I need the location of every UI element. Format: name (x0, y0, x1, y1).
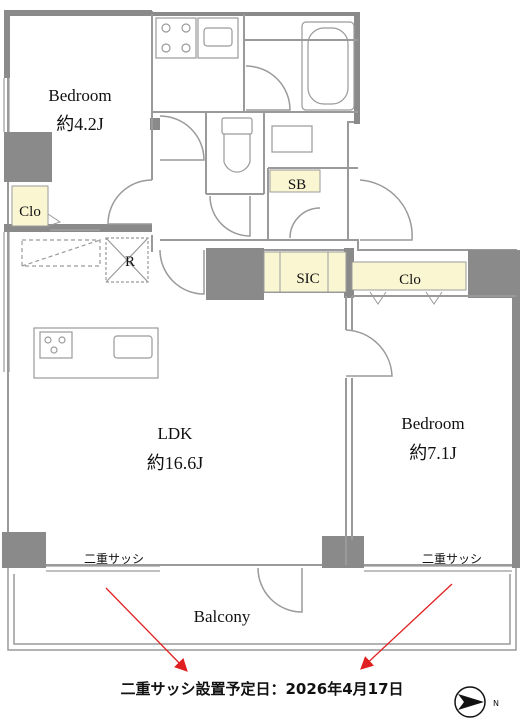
door-ldk (159, 249, 205, 295)
bedroom-south-size: 約7.1J (409, 443, 457, 463)
fixtures (21, 17, 355, 379)
wall-blocks (2, 10, 520, 568)
closet-north-label: Clo (19, 204, 41, 220)
svg-text:N: N (493, 699, 499, 708)
ldk-size: 約16.6J (147, 453, 204, 473)
door-entrance (359, 179, 413, 241)
balcony-label: Balcony (194, 607, 251, 626)
walk-in-closet (263, 251, 347, 293)
door-bedroom-north (107, 179, 153, 225)
door-toilet (209, 195, 251, 237)
arrows (105, 583, 453, 672)
fridge-space (105, 237, 149, 283)
stove (39, 331, 73, 359)
bedroom-north-label: Bedroom (48, 86, 111, 105)
closet-south (351, 261, 467, 291)
windows (3, 78, 512, 572)
door-hall-north (159, 115, 205, 161)
sink (113, 335, 153, 359)
doors (107, 65, 413, 613)
door-bedroom-south (345, 329, 393, 377)
north-arrow-icon: N (454, 686, 499, 718)
wash-basin (197, 17, 239, 59)
double-sash-right-label: 二重サッシ (422, 552, 482, 566)
door-balcony (257, 567, 303, 613)
balcony (7, 568, 517, 651)
double-sash-notice: 二重サッシ設置予定日：2026年4月17日 (120, 680, 403, 698)
washer (155, 17, 197, 59)
fridge-label: R (125, 254, 135, 270)
arrow-right (360, 583, 453, 670)
bedroom-south-label: Bedroom (401, 414, 464, 433)
bedroom-north-size: 約4.2J (56, 114, 104, 134)
closets (11, 169, 467, 305)
kitchen-counter (33, 327, 159, 379)
shoe-box-label: SB (288, 177, 306, 193)
closet-south-label: Clo (399, 272, 421, 288)
double-sash-left-label: 二重サッシ (84, 552, 144, 566)
toilet (221, 117, 253, 135)
shoe-box (269, 169, 321, 193)
door-sb (289, 207, 321, 239)
interior-walls (50, 14, 516, 565)
bathtub (301, 21, 355, 111)
closet-north (11, 185, 49, 227)
door-washroom (245, 65, 291, 111)
ldk-label: LDK (158, 424, 194, 443)
arrow-left (105, 587, 188, 672)
walk-in-closet-label: SIC (296, 271, 319, 287)
